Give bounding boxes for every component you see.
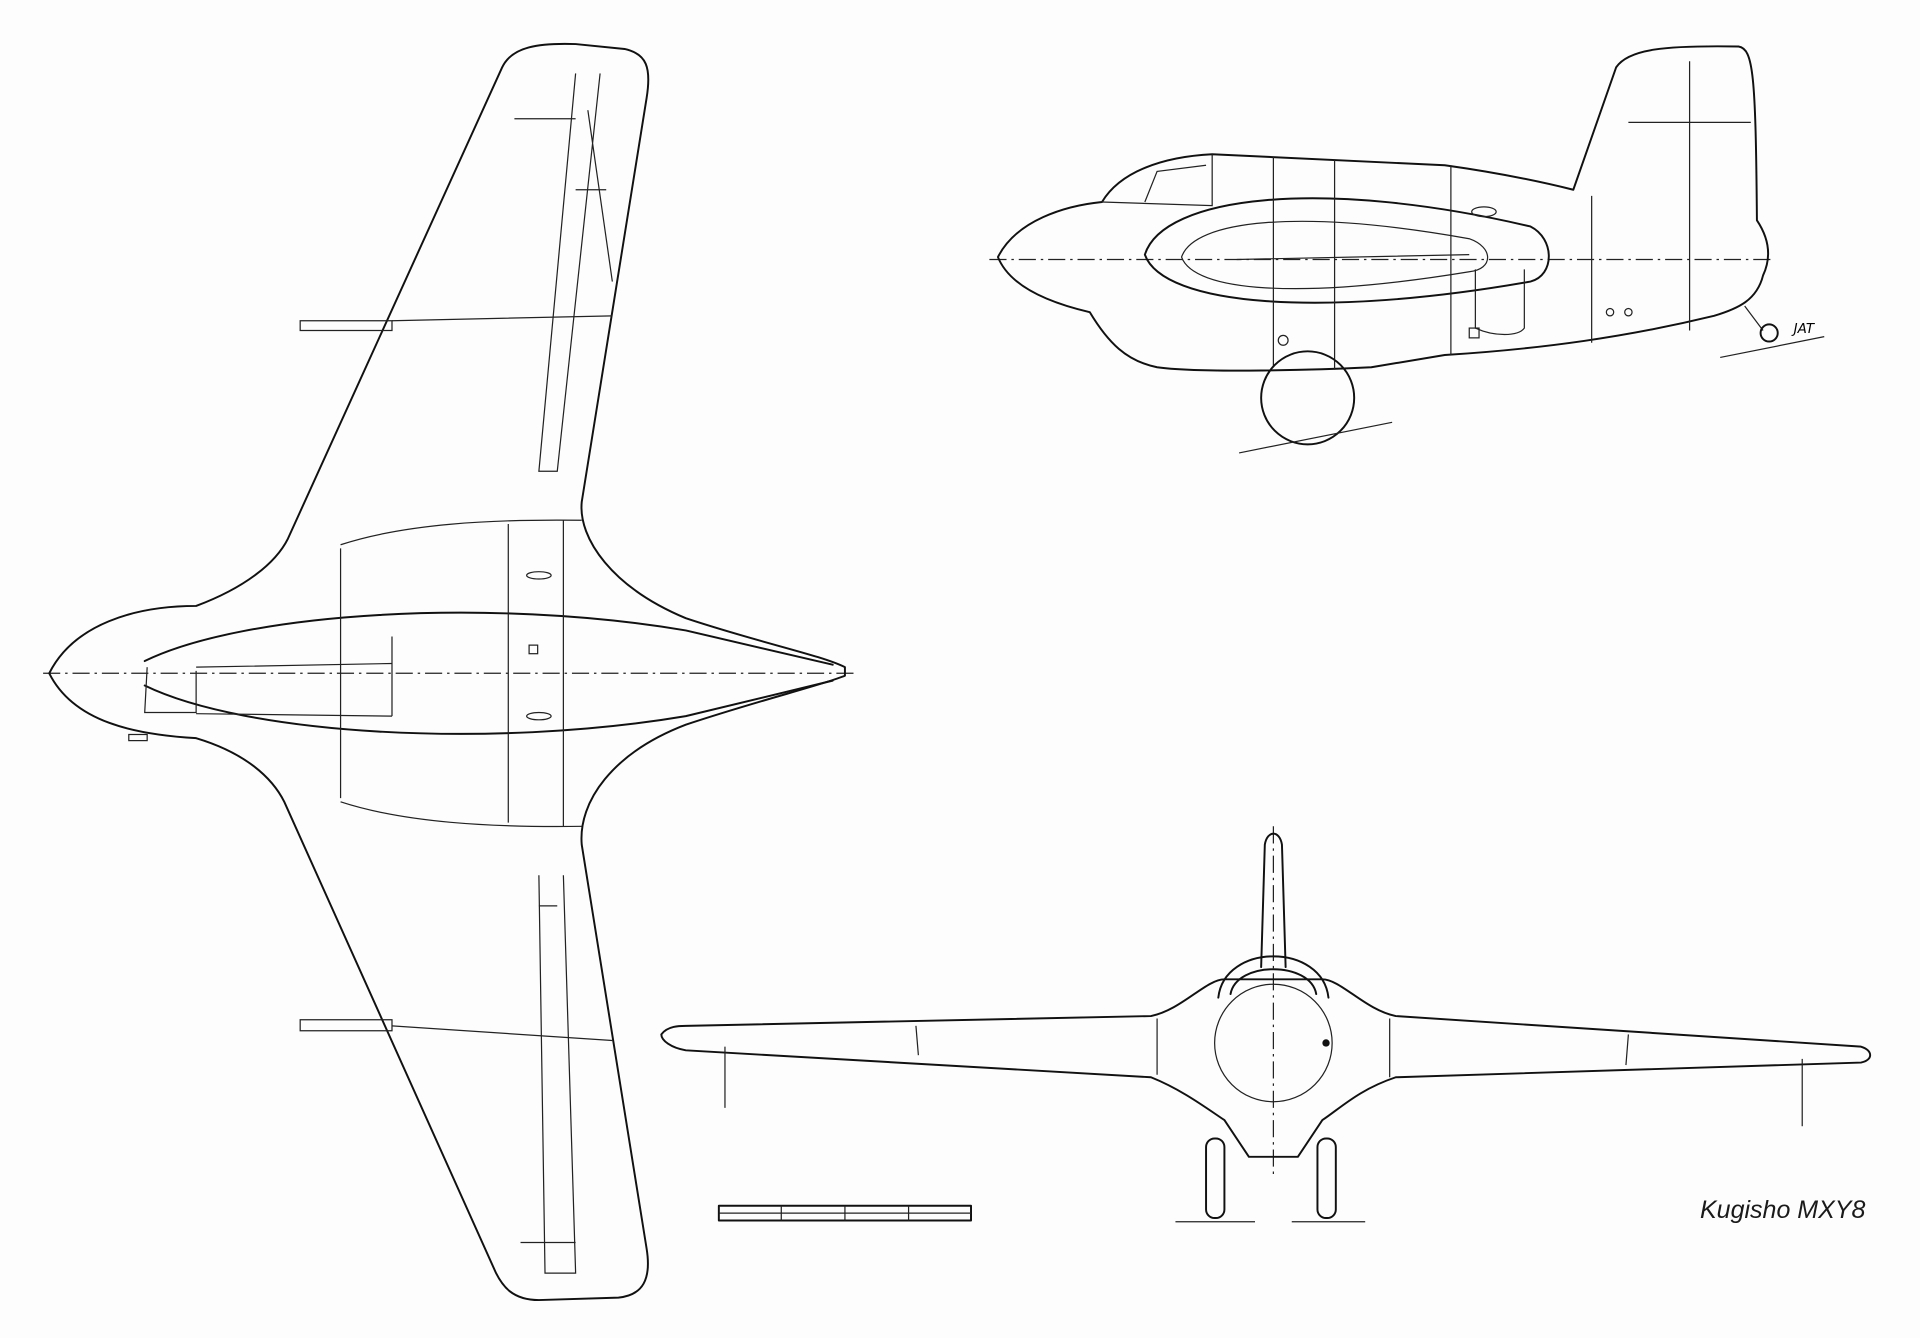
artist-signature: JAT xyxy=(1791,322,1816,337)
scale-bar xyxy=(717,1204,972,1222)
fuselage-outline xyxy=(143,611,834,735)
ground-line xyxy=(1238,421,1393,454)
takeoff-dolly-wheel xyxy=(1260,350,1356,446)
front-view-wing xyxy=(660,978,1872,1158)
side-view-fuselage xyxy=(996,45,1770,372)
front-view xyxy=(660,826,1872,1223)
drawing-caption: Kugisho MXY8 xyxy=(1700,1196,1866,1224)
front-right-wheel xyxy=(1316,1137,1337,1220)
tail-skid-wheel xyxy=(1759,323,1779,343)
front-left-wheel xyxy=(1205,1137,1226,1220)
top-view xyxy=(43,42,858,1302)
side-view: JAT xyxy=(989,45,1825,454)
top-view-outline xyxy=(48,42,846,1302)
